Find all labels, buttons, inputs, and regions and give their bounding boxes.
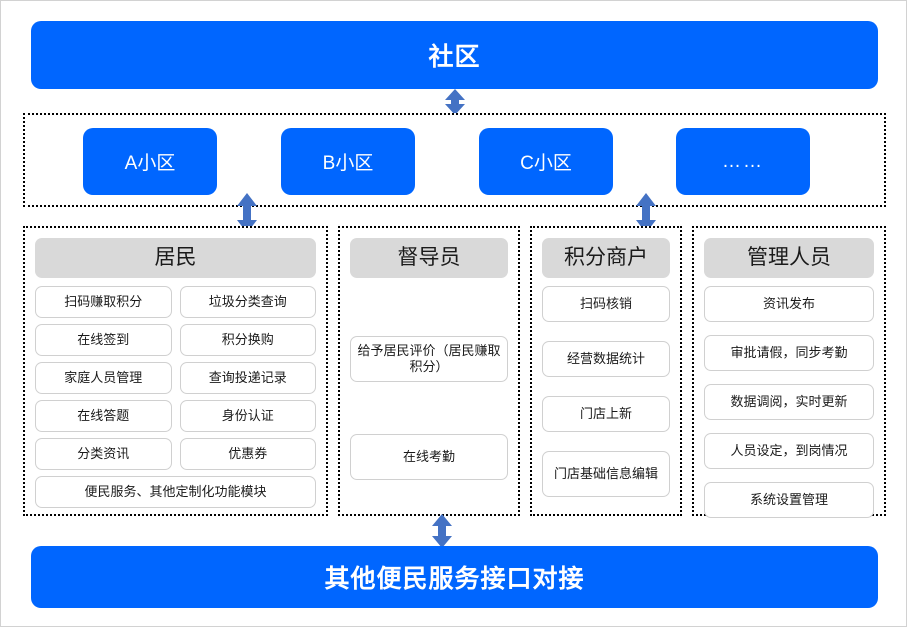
role-item[interactable]: 扫码赚取积分 [35,286,172,318]
role-item[interactable]: 在线考勤 [350,434,508,480]
role-item[interactable]: 门店上新 [542,396,670,432]
role-item[interactable]: 扫码核销 [542,286,670,322]
role-item[interactable]: 门店基础信息编辑 [542,451,670,497]
estate-chip-a[interactable]: A小区 [83,128,217,195]
double-arrow-vertical-icon [432,514,452,548]
estate-chip-a-label: A小区 [124,153,176,174]
role-items-admin: 资讯发布 审批请假，同步考勤 数据调阅，实时更新 人员设定，到岗情况 系统设置管… [704,286,874,518]
role-item[interactable]: 人员设定，到岗情况 [704,433,874,469]
connector-roles-to-other-services [429,514,455,548]
role-title-residents: 居民 [35,238,316,278]
role-item[interactable]: 数据调阅，实时更新 [704,384,874,420]
estate-chip-more[interactable]: …… [676,128,810,195]
spacer [350,388,508,428]
connector-estates-to-residents [234,193,260,233]
role-column-residents: 居民 扫码赚取积分 垃圾分类查询 在线签到 积分换购 家庭人员管理 查询投递记录… [23,226,328,516]
spacer [350,286,508,330]
role-items-residents: 扫码赚取积分 垃圾分类查询 在线签到 积分换购 家庭人员管理 查询投递记录 在线… [35,286,316,508]
estate-chip-c[interactable]: C小区 [479,128,613,195]
double-arrow-vertical-icon [636,193,656,233]
role-item[interactable]: 垃圾分类查询 [179,286,316,318]
role-column-merchant: 积分商户 扫码核销 经营数据统计 门店上新 门店基础信息编辑 [530,226,682,516]
role-title-merchant: 积分商户 [542,238,670,278]
role-item[interactable]: 积分换购 [179,324,316,356]
role-item[interactable]: 经营数据统计 [542,341,670,377]
double-arrow-vertical-icon [445,89,465,115]
community-banner: 社区 [31,21,878,89]
role-item[interactable]: 给予居民评价（居民赚取积分） [350,336,508,382]
estate-chip-b[interactable]: B小区 [281,128,415,195]
double-arrow-vertical-icon [237,193,257,233]
estate-chip-b-label: B小区 [322,153,374,174]
role-title-supervisor: 督导员 [350,238,508,278]
role-items-merchant: 扫码核销 经营数据统计 门店上新 门店基础信息编辑 [542,286,670,497]
role-items-supervisor: 给予居民评价（居民赚取积分） 在线考勤 [350,286,508,480]
role-title-admin: 管理人员 [704,238,874,278]
role-column-supervisor: 督导员 给予居民评价（居民赚取积分） 在线考勤 [338,226,520,516]
connector-estates-to-merchant [633,193,659,233]
estate-chip-c-label: C小区 [520,153,572,174]
role-item[interactable]: 身份认证 [179,400,316,432]
community-banner-label: 社区 [428,43,481,71]
estate-chip-more-label: …… [722,150,764,172]
role-column-admin: 管理人员 资讯发布 审批请假，同步考勤 数据调阅，实时更新 人员设定，到岗情况 … [692,226,886,518]
role-item[interactable]: 在线签到 [35,324,172,356]
role-item[interactable]: 便民服务、其他定制化功能模块 [35,476,316,508]
role-item[interactable]: 系统设置管理 [704,482,874,518]
role-item[interactable]: 查询投递记录 [179,362,316,394]
role-item[interactable]: 在线答题 [35,400,172,432]
role-item[interactable]: 审批请假，同步考勤 [704,335,874,371]
other-services-banner: 其他便民服务接口对接 [31,546,878,608]
role-item[interactable]: 优惠券 [179,438,316,470]
role-item[interactable]: 分类资讯 [35,438,172,470]
role-item[interactable]: 资讯发布 [704,286,874,322]
other-services-banner-label: 其他便民服务接口对接 [324,565,585,593]
connector-community-to-estates [442,89,468,115]
role-item[interactable]: 家庭人员管理 [35,362,172,394]
